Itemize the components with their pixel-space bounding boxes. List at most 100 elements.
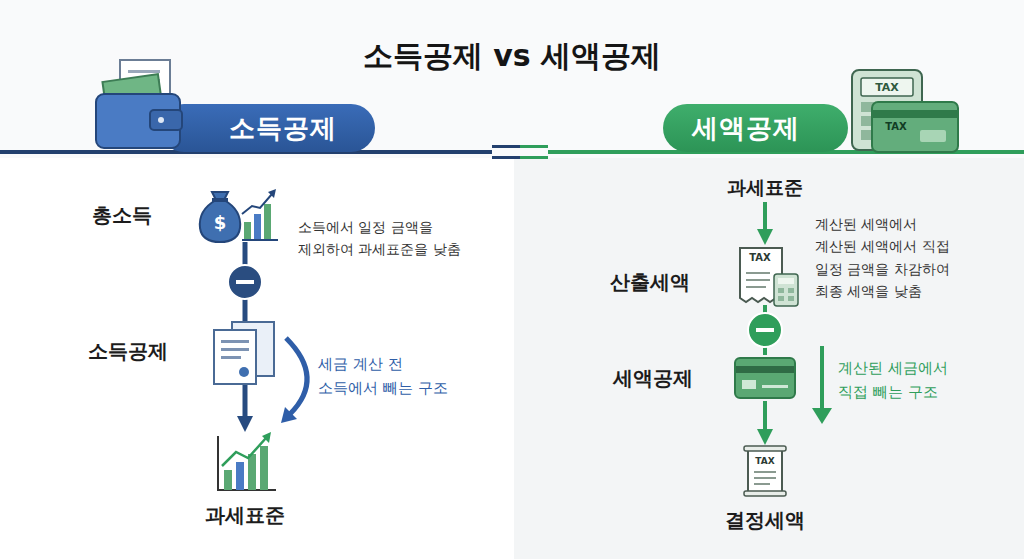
calculator-key <box>788 288 794 293</box>
wallet-clasp <box>150 110 182 130</box>
scroll-line <box>754 477 776 479</box>
chart-bar <box>254 214 261 240</box>
header-pill: 소득공제 <box>160 104 375 152</box>
trend-line <box>222 438 266 466</box>
document-line <box>128 88 152 91</box>
right-panel <box>514 158 1024 559</box>
flow-arrow <box>763 202 767 229</box>
header-pill: 세액공제 <box>663 104 848 152</box>
diagram-title: 소득공제 vs 세액공제 <box>0 36 1024 77</box>
scroll-line <box>754 483 770 485</box>
step-label: 과세표준 <box>727 175 803 201</box>
header-rule <box>548 150 1024 154</box>
banknote <box>102 74 161 108</box>
minus-circle <box>748 313 782 347</box>
wallet-button <box>158 117 164 123</box>
document-seal <box>239 367 249 377</box>
document-line <box>221 340 249 343</box>
flow-step: 결정세액 <box>745 445 785 497</box>
document-sheet <box>232 322 274 376</box>
chart-bar <box>260 446 268 490</box>
card-body <box>735 358 795 398</box>
card-stripe <box>736 366 794 373</box>
side-arrow-head <box>812 408 832 424</box>
step-label: 소득공제 <box>88 338 168 365</box>
receipt-icon <box>740 248 798 306</box>
flow-step: 세액공제 <box>735 355 795 401</box>
node-text-group: 소득공제 <box>88 338 168 365</box>
node-text-group: 총소득 <box>92 202 152 229</box>
chart-bar <box>224 470 232 490</box>
icon-text: TAX <box>741 251 779 264</box>
document-line <box>128 70 160 73</box>
scroll-roll <box>744 491 786 496</box>
card-stripe <box>873 110 957 118</box>
node-text-group: 세액공제 <box>613 365 693 392</box>
flow-arrow <box>243 384 248 416</box>
trend-arrow <box>268 189 276 198</box>
flow-step: 과세표준 <box>215 432 275 492</box>
card-body <box>872 102 958 152</box>
scroll-icon <box>744 446 786 496</box>
header-rule <box>0 150 492 154</box>
minus-circle <box>228 265 262 299</box>
bag-tie <box>212 198 228 202</box>
curved-arrow-head <box>281 407 297 423</box>
calculator-body <box>774 274 798 306</box>
chart-bar <box>236 462 244 490</box>
document-sheet <box>120 60 170 126</box>
step-label: 결정세액 <box>725 507 805 534</box>
calculator-key <box>879 102 892 112</box>
double-rule <box>492 156 520 159</box>
calculator-key <box>861 116 874 126</box>
money-bag-icon <box>200 189 278 242</box>
side-arrow <box>812 346 832 424</box>
node-text-group: 소득공제 <box>160 104 375 152</box>
trend-arrow <box>262 432 271 443</box>
curved-arrow-line <box>286 338 307 414</box>
chart-bar <box>264 204 271 240</box>
scroll-roll <box>744 446 786 451</box>
chart-bar <box>244 222 251 240</box>
calculator-key <box>897 102 910 112</box>
calculator-key <box>778 296 784 301</box>
process-note: 세금 계산 전 소득에서 빼는 구조 <box>318 352 456 400</box>
header-title: 소득공제 <box>229 111 337 146</box>
flow-step: 산출세액 <box>735 245 795 305</box>
calculator-icon <box>852 70 922 150</box>
document-line <box>128 79 160 82</box>
step-label: 총소득 <box>92 202 152 229</box>
curved-arrow <box>281 338 307 423</box>
side-arrow-line <box>820 346 824 410</box>
step-label: 과세표준 <box>205 502 285 529</box>
trend-line <box>242 194 272 214</box>
minus-operator <box>228 265 262 299</box>
double-rule <box>520 156 548 159</box>
description-note: 계산된 세액에서 계산된 세액에서 직접 일정 금액을 차감하여 최종 세액을 … <box>815 213 957 303</box>
card-line <box>762 385 788 388</box>
step-label: 세액공제 <box>613 365 693 392</box>
left-panel <box>0 158 514 559</box>
process-note: 계산된 세금에서 직접 빼는 구조 <box>838 356 963 404</box>
chart-bar <box>248 454 256 490</box>
header-title: 세액공제 <box>692 111 800 146</box>
flow-step: 과세표준 <box>712 174 818 202</box>
node-text-group: 결정세액 <box>725 507 805 534</box>
node-text-group: 과세표준 <box>205 502 285 529</box>
flow-step: 총소득 <box>205 188 285 242</box>
step-label: 산출세액 <box>610 269 690 296</box>
document-line <box>221 356 241 359</box>
document-sheet <box>214 330 256 384</box>
chart-baseline <box>242 239 278 241</box>
double-rule <box>492 145 520 148</box>
card-chip <box>920 130 946 142</box>
wallet-icon <box>96 60 182 148</box>
scroll-line <box>754 471 776 473</box>
flow-step: 소득공제 <box>210 322 280 384</box>
